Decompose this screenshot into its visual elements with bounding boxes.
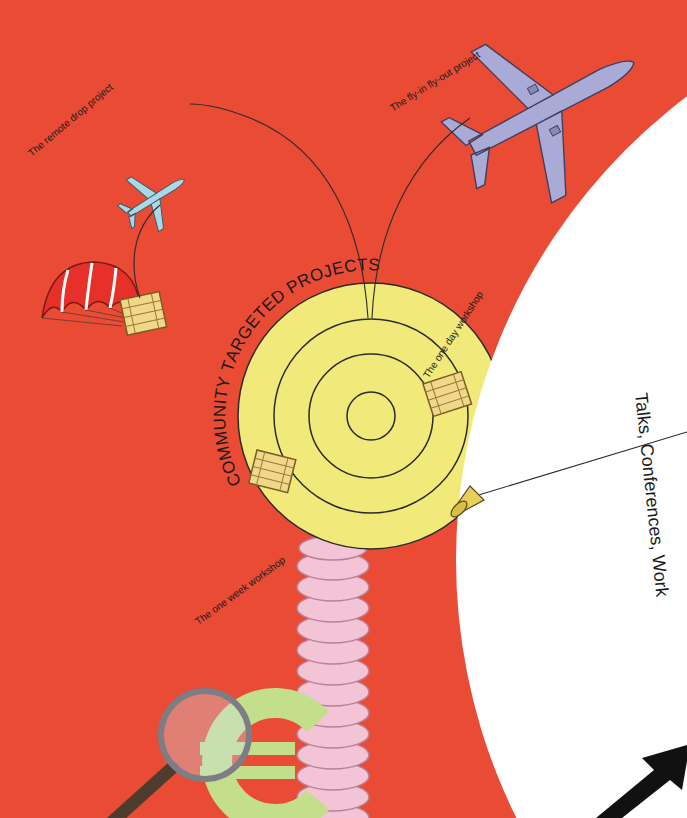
crate-icon [249, 450, 296, 493]
project-label: The remote drop project [26, 81, 115, 158]
project-label: The fly-in fly-out project [388, 49, 482, 113]
connector-line [479, 432, 687, 495]
target-ring [347, 392, 395, 440]
black-arrow [596, 744, 687, 818]
talks-circle: Talks, Conferences, Work [455, 0, 687, 818]
node-outline [455, 0, 687, 818]
small-plane [108, 154, 200, 243]
target-ring [309, 354, 433, 478]
parachute-drop [42, 262, 167, 335]
horn-symbol [448, 486, 484, 520]
circle-shape [456, 0, 687, 818]
magnifying-glass [112, 691, 249, 818]
spring-coil [297, 536, 369, 818]
leader-lines [134, 104, 470, 318]
ring-label: The one week workshop [193, 554, 287, 627]
